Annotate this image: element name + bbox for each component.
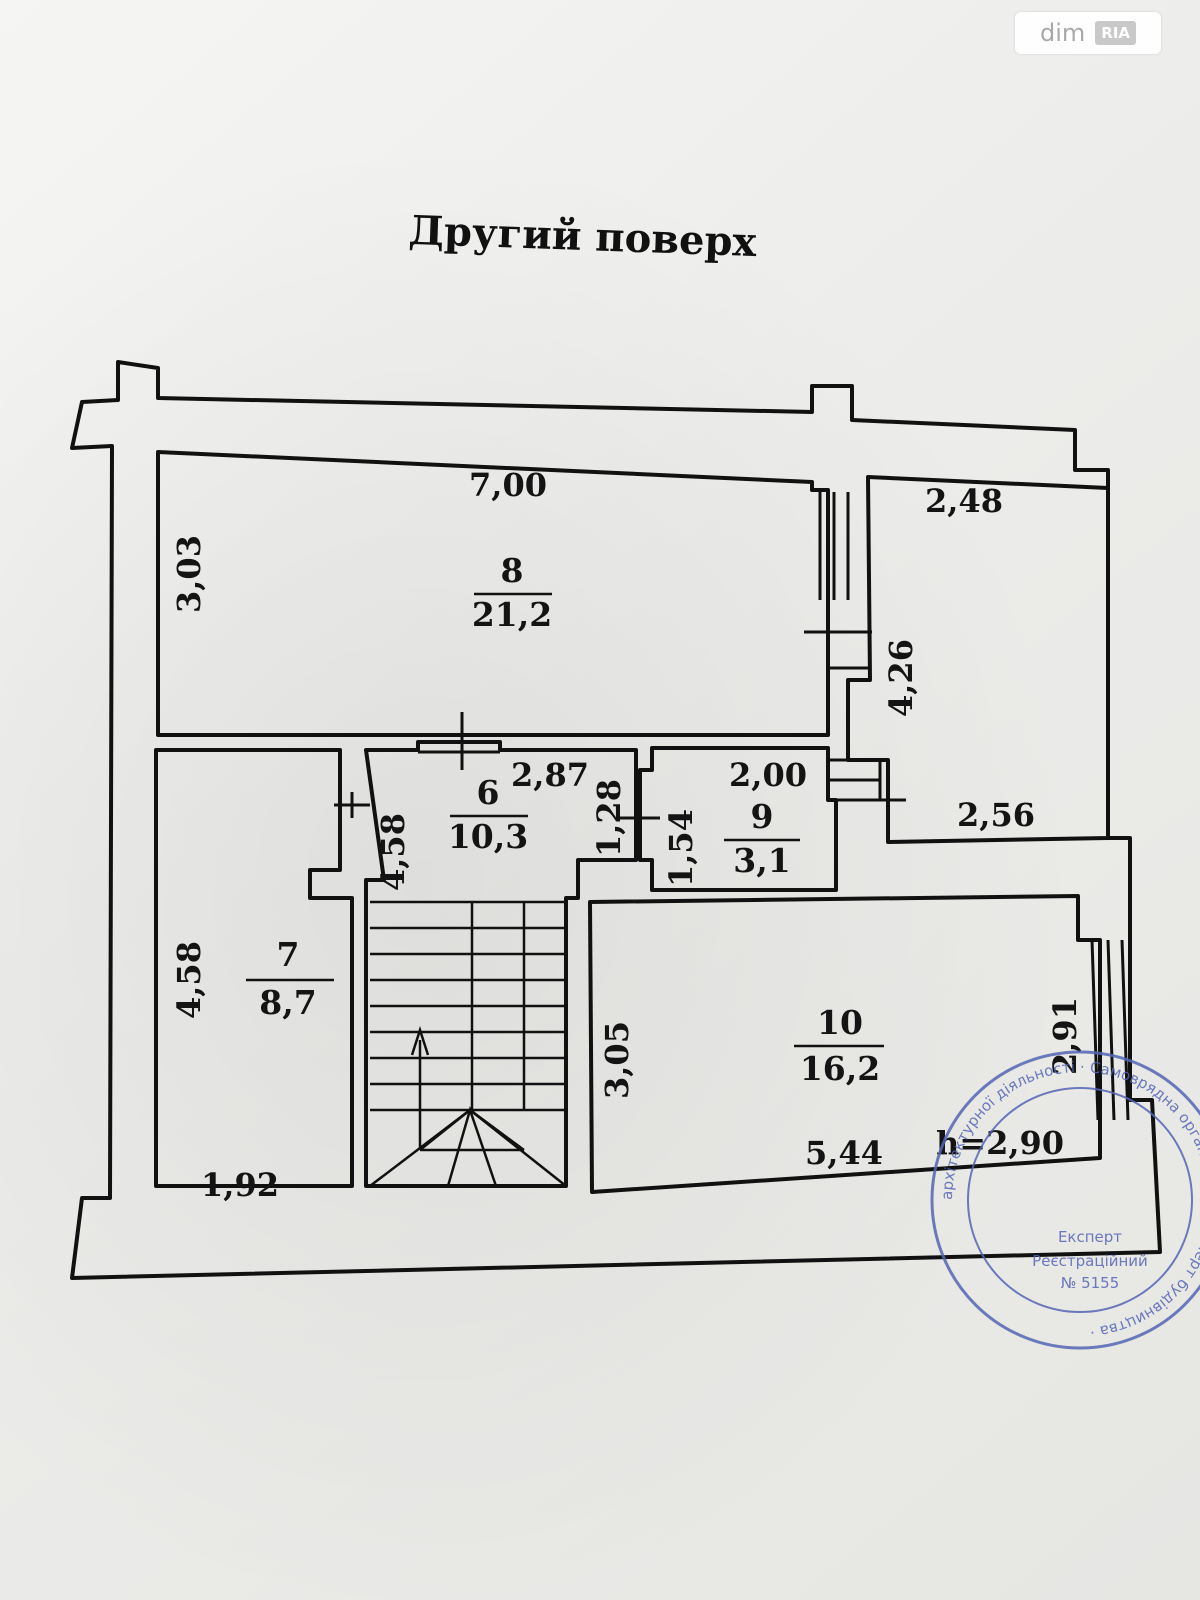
room-number: 7 — [277, 935, 300, 974]
room-area: 3,1 — [733, 841, 790, 880]
room-label-9: 9 3,1 — [724, 797, 800, 880]
room-10-outline — [588, 894, 1102, 1194]
stamp-title: Експерт — [1058, 1228, 1122, 1246]
dim-room10-height-right: 2,91 — [1046, 997, 1084, 1075]
dim-room10-width: 5,44 — [805, 1134, 883, 1172]
staircase — [369, 900, 567, 1187]
room-label-8: 8 21,2 — [472, 551, 552, 634]
room-label-6: 6 10,3 — [448, 773, 528, 856]
door-room-8-to-6 — [418, 712, 500, 770]
window-room-8 — [804, 492, 872, 634]
stamp-reg-label: Реєстраційний — [1032, 1252, 1148, 1270]
stamp-ring-text: архітектурної діяльності · Самоврядна ор… — [938, 1058, 1200, 1342]
dim-right-room-bottom: 2,56 — [957, 796, 1035, 834]
room-label-7: 7 8,7 — [246, 935, 334, 1022]
dim-room7-width: 1,92 — [201, 1166, 279, 1204]
watermark-logo: dim RIA — [1015, 12, 1161, 54]
right-room-outline — [846, 475, 1110, 844]
room-area: 16,2 — [800, 1049, 880, 1088]
dim-room6-width: 2,87 — [511, 756, 589, 794]
watermark-brand: dim — [1039, 19, 1086, 47]
room-7-outline — [154, 748, 354, 1188]
dim-room10-height-left: 3,05 — [598, 1021, 636, 1099]
corridor-steps — [828, 666, 906, 802]
dim-room7-height: 4,58 — [170, 941, 208, 1019]
room-9-outline — [638, 746, 838, 892]
room-area: 8,7 — [259, 983, 316, 1022]
room-8-outline — [156, 450, 830, 737]
room-number: 8 — [501, 551, 524, 590]
room-label-10: 10 16,2 — [794, 1003, 884, 1088]
dim-right-room-height: 4,26 — [882, 639, 920, 717]
ceiling-height: h=2,90 — [936, 1124, 1064, 1162]
dim-room6-height: 4,58 — [374, 813, 412, 891]
dim-room8-height: 3,03 — [170, 535, 208, 613]
dim-room9-width: 2,00 — [729, 756, 807, 794]
expert-stamp: архітектурної діяльності · Самоврядна ор… — [930, 1050, 1200, 1350]
door-room-7 — [334, 792, 370, 818]
stamp-reg-number: № 5155 — [1061, 1274, 1120, 1292]
dim-room9-height: 1,54 — [662, 809, 700, 887]
watermark-badge: RIA — [1095, 21, 1137, 45]
room-number: 9 — [751, 797, 774, 836]
dim-right-room-top: 2,48 — [925, 482, 1003, 520]
room-number: 10 — [817, 1003, 863, 1042]
room-area: 21,2 — [472, 595, 552, 634]
room-number: 6 — [477, 773, 500, 812]
plan-title: Другий поверх — [408, 207, 759, 266]
dim-room8-width: 7,00 — [469, 466, 547, 504]
dim-room6-step: 1,28 — [590, 779, 628, 857]
outer-wall — [70, 360, 1162, 1280]
room-area: 10,3 — [448, 817, 528, 856]
